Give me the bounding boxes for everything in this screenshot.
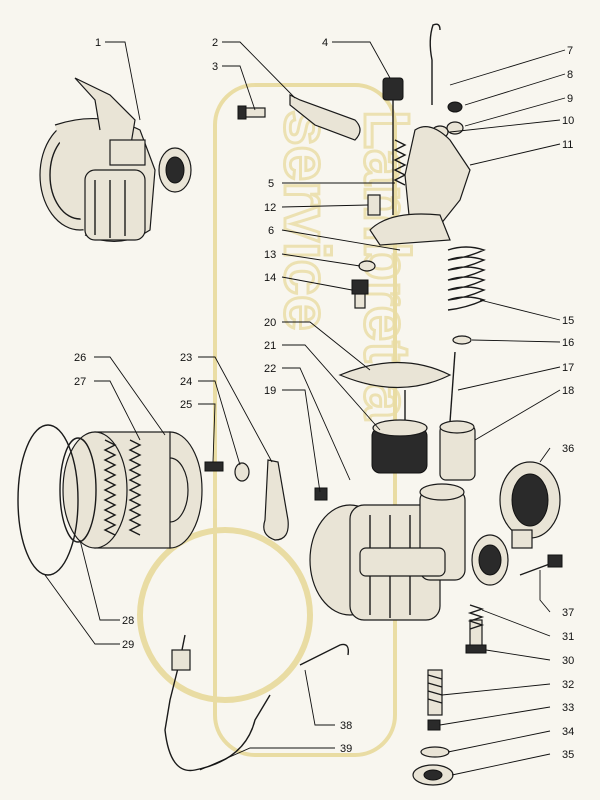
- part-24-washer: [234, 462, 250, 482]
- part-36-clamp-ring: [499, 461, 561, 549]
- callout-10: 10: [562, 115, 574, 127]
- part-35-float-bowl-nut: [412, 764, 454, 786]
- part-39-cable: [164, 634, 271, 772]
- part-18-throttle-valve: [439, 420, 476, 481]
- callout-4: 4: [322, 37, 328, 49]
- part-4-plunger-rod: [382, 77, 404, 215]
- part-19-screw: [314, 487, 328, 501]
- callout-2: 2: [212, 37, 218, 49]
- part-5-spring: [393, 139, 407, 186]
- callout-38: 38: [340, 720, 352, 732]
- part-28-filter-gasket: [59, 437, 97, 543]
- part-7-cable-hook: [429, 23, 441, 105]
- callout-3: 3: [212, 61, 218, 73]
- callout-16: 16: [562, 337, 574, 349]
- callout-5: 5: [268, 178, 274, 190]
- callout-32: 32: [562, 679, 574, 691]
- callout-36: 36: [562, 443, 574, 455]
- watermark-line2: service: [271, 110, 343, 331]
- callout-18: 18: [562, 385, 574, 397]
- callout-27: 27: [74, 376, 86, 388]
- callout-8: 8: [567, 69, 573, 81]
- callout-7: 7: [567, 45, 573, 57]
- callout-30: 30: [562, 655, 574, 667]
- callout-37: 37: [562, 607, 574, 619]
- callout-1: 1: [95, 37, 101, 49]
- callout-23: 23: [180, 352, 192, 364]
- part-9-washer: [446, 121, 464, 135]
- callout-26: 26: [74, 352, 86, 364]
- callout-39: 39: [340, 743, 352, 755]
- callout-29: 29: [122, 639, 134, 651]
- callout-22: 22: [264, 363, 276, 375]
- part-17-needle: [449, 351, 456, 423]
- callout-13: 13: [264, 249, 276, 261]
- part-1-assembled-carburettor: [39, 77, 192, 243]
- part-3-screw: [237, 105, 266, 120]
- part-2-throttle-lever: [289, 94, 361, 141]
- part-11-lever-body: [404, 126, 471, 226]
- callout-33: 33: [562, 702, 574, 714]
- part-29-circlip: [17, 424, 79, 576]
- part-37-clamp-bolt: [519, 554, 563, 576]
- callout-21: 21: [264, 340, 276, 352]
- part-20-gasket: [338, 362, 452, 388]
- callout-6: 6: [268, 225, 274, 237]
- part-8-nut: [447, 101, 463, 113]
- callout-35: 35: [562, 749, 574, 761]
- part-14-bolt: [351, 279, 369, 309]
- part-32-main-jet-holder: [427, 669, 443, 716]
- part-16-washer: [452, 335, 472, 345]
- callout-25: 25: [180, 399, 192, 411]
- part-31-spring: [467, 604, 485, 630]
- part-33-jet: [427, 719, 441, 731]
- callout-17: 17: [562, 362, 574, 374]
- part-12-screw: [367, 194, 381, 216]
- part-6-top-cover: [369, 213, 451, 246]
- callout-9: 9: [567, 93, 573, 105]
- part-15-return-spring: [447, 246, 486, 311]
- callout-11: 11: [562, 139, 573, 151]
- part-22-carburettor-body: [309, 483, 509, 621]
- part-13-washer: [358, 260, 376, 272]
- part-38-hose: [299, 643, 350, 666]
- callout-20: 20: [264, 317, 276, 329]
- callout-12: 12: [264, 202, 276, 214]
- part-21-float: [371, 390, 428, 474]
- callout-19: 19: [264, 385, 276, 397]
- callout-14: 14: [264, 272, 276, 284]
- leader-lines: [44, 41, 566, 776]
- callout-28: 28: [122, 615, 134, 627]
- part-25-screw: [204, 461, 224, 472]
- callout-24: 24: [180, 376, 192, 388]
- callout-labels: 1 2 3 4 5 6 7 8 9 10 11 12 13 14 15 16 1…: [74, 37, 574, 761]
- callout-34: 34: [562, 726, 574, 738]
- part-34-washer: [420, 746, 450, 758]
- part-27-filter-element: [103, 439, 142, 536]
- part-23-lever-plate: [263, 459, 289, 541]
- callout-31: 31: [562, 631, 574, 643]
- callout-15: 15: [562, 315, 574, 327]
